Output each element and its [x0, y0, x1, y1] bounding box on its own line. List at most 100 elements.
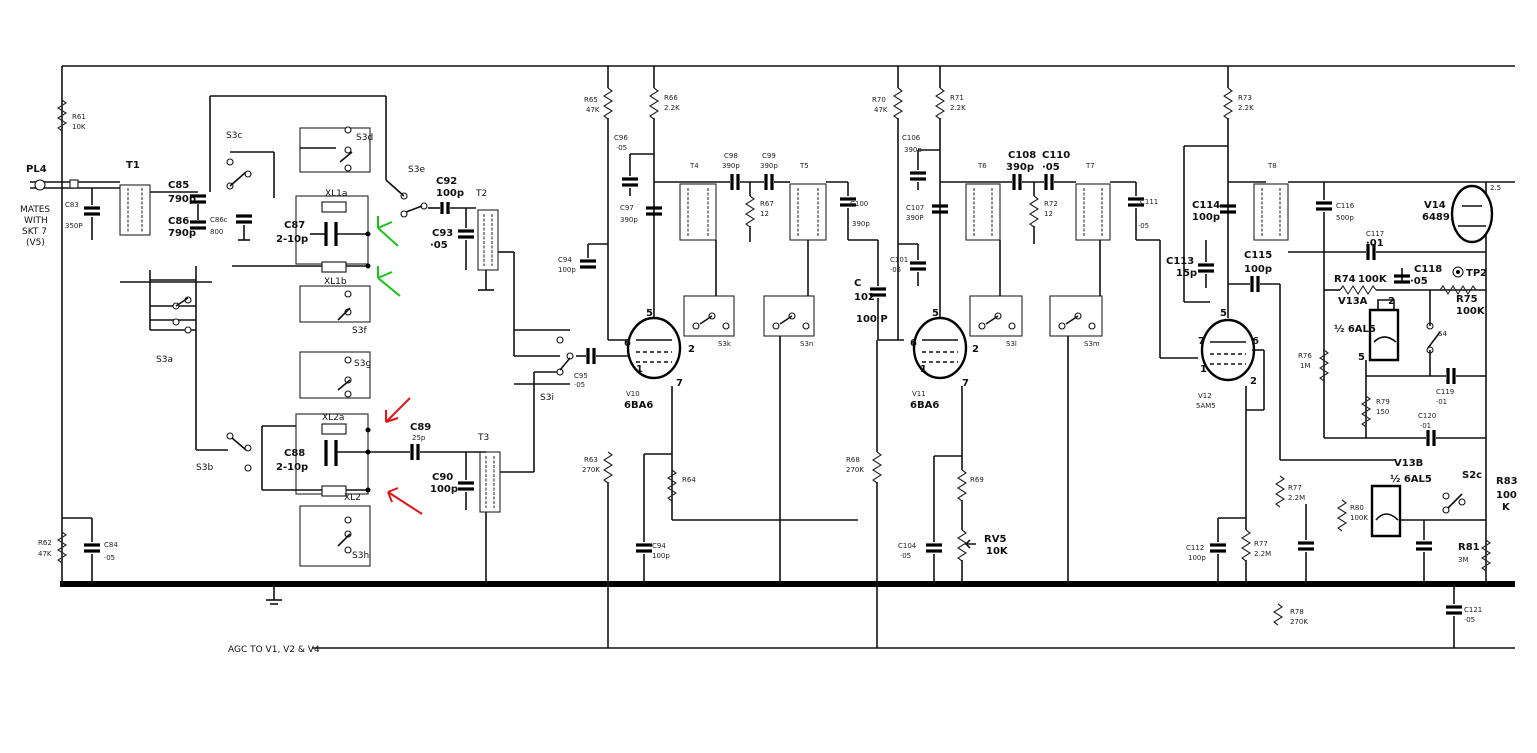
r63-value: 270K	[582, 466, 600, 474]
r83-value: 100	[1496, 490, 1517, 501]
c117-ref: C119	[1436, 388, 1454, 396]
c100-ref: C100	[850, 200, 868, 208]
c121-value: ·05	[1464, 616, 1475, 624]
c93-ref: C94	[558, 256, 572, 264]
c106-value: 390p	[1006, 162, 1034, 173]
v11-pin-6: 6	[910, 338, 917, 349]
c104-value: 390p	[904, 146, 922, 154]
red-annotation-arrows	[385, 397, 423, 515]
r66-value: 2.2K	[664, 104, 680, 112]
tp2-label: TP2	[1466, 268, 1487, 279]
c116-ref: C118	[1414, 264, 1442, 275]
c96-value: ·05	[616, 144, 627, 152]
c99-ref: C99	[762, 152, 776, 160]
v10-pin-5: 5	[646, 308, 653, 319]
s3c-label: S3c	[226, 131, 242, 141]
xl1b-label: XL1b	[324, 277, 347, 287]
r63-ref: R63	[584, 456, 598, 464]
c103-value: ·05	[900, 552, 911, 560]
c102-num: 102	[854, 292, 875, 303]
r83-value-k: K	[1502, 502, 1511, 513]
c87-value: 2-10p	[276, 234, 308, 245]
v11-type: 6BA6	[910, 400, 939, 411]
t6-label: T6	[977, 162, 987, 170]
c102-value: 100 P	[856, 314, 888, 325]
rv5-value: 10K	[986, 546, 1009, 557]
c108-ref: C111	[1140, 198, 1158, 206]
c99-value: 390p	[760, 162, 778, 170]
r82-value: 3M	[1458, 556, 1469, 564]
c85-value: 790p	[168, 194, 196, 205]
v12-pin-7: 7	[1198, 336, 1205, 347]
c105-ref: C107	[906, 204, 924, 212]
s3l-label: S3l	[1006, 340, 1017, 348]
v10-type: 6BA6	[624, 400, 653, 411]
c87-ref: C87	[284, 220, 305, 231]
green-annotation-arrows	[377, 216, 401, 297]
c98-ref: C98	[724, 152, 738, 160]
c90-ref: C90	[432, 472, 453, 483]
c88-value: 2-10p	[276, 462, 308, 473]
v10-pin-6: 6	[624, 338, 631, 349]
r62-ref: R62	[38, 539, 52, 547]
c111-value: 15p	[1176, 268, 1197, 279]
input-stage: PL4 MATES WITH SKT 7 (V5) R61 10K R62 47…	[20, 99, 252, 584]
r62-value: 47K	[38, 550, 52, 558]
c84-ref: C84	[104, 541, 118, 549]
c107-ref: C110	[1042, 150, 1070, 161]
v10-ref: V10	[626, 390, 640, 398]
c110-ref: C112	[1186, 544, 1204, 552]
s3h-label: S3h	[352, 551, 369, 561]
c113-value: 100p	[1244, 264, 1272, 275]
c90-value: 100p	[430, 484, 458, 495]
r61-ref: R61	[72, 113, 86, 121]
r78-value: 2.2M	[1288, 494, 1305, 502]
r71-value: 2.2K	[950, 104, 966, 112]
c83-ref: C83	[65, 201, 79, 209]
s3b-label: S3b	[196, 463, 213, 473]
pl4-label: PL4	[26, 164, 47, 175]
c107-value: ·05	[1042, 162, 1060, 173]
c98-value: 390p	[722, 162, 740, 170]
r79-value: 2.2M	[1254, 550, 1271, 558]
r81-value: 100K	[1350, 514, 1368, 522]
v10-pin-7: 7	[676, 378, 683, 389]
s3g-label: S3g	[354, 359, 371, 369]
c114-value: 500p	[1336, 214, 1354, 222]
pl4-note-1: MATES	[20, 205, 50, 215]
pl4-note-2: WITH	[24, 216, 48, 226]
c105-value: 390P	[906, 214, 924, 222]
s4-label: S4	[1438, 330, 1447, 338]
r74-ref: R74	[1334, 274, 1356, 285]
t7-label: T7	[1085, 162, 1095, 170]
r72-ref: R72	[1044, 200, 1058, 208]
v14-type: 6489	[1422, 212, 1450, 223]
crystal-filter: S3c S3d XL1a C87 2-10p XL1b S3f S3e	[195, 95, 574, 584]
r69-ref: R69	[970, 476, 984, 484]
t5-label: T5	[799, 162, 809, 170]
r79-ref: R77	[1254, 540, 1268, 548]
r68-ref: R68	[846, 456, 860, 464]
v12-stage: R73 2.2K C114 100p C113 15p C115 100p T8…	[1166, 66, 1482, 648]
v14-pins: 2.5	[1490, 184, 1501, 192]
v13b-ref: V13B	[1394, 458, 1423, 469]
v10-tube	[626, 316, 682, 380]
r80-ref: R78	[1290, 608, 1304, 616]
rails: AGC TO V1, V2 & V4	[60, 65, 1515, 655]
xl1a-label: XL1a	[325, 189, 347, 199]
c89-ref: C89	[410, 422, 431, 433]
r68-value: 270K	[846, 466, 864, 474]
c102-ref: C	[854, 278, 861, 289]
c96-ref: C96	[614, 134, 628, 142]
c84-value: ·05	[104, 554, 115, 562]
s3a-label: S3a	[156, 355, 173, 365]
c89-value: 25p	[412, 434, 426, 442]
c92-value: ·05	[430, 240, 448, 251]
agc-label: AGC TO V1, V2 & V4	[228, 645, 320, 655]
c116-value: ·05	[1410, 276, 1428, 287]
r72-value: 12	[1044, 210, 1053, 218]
c110-value: 100p	[1188, 554, 1206, 562]
s3n-label: S3n	[800, 340, 813, 348]
v13a-pin-2: 2	[1388, 296, 1395, 307]
c114-ref: C116	[1336, 202, 1355, 210]
